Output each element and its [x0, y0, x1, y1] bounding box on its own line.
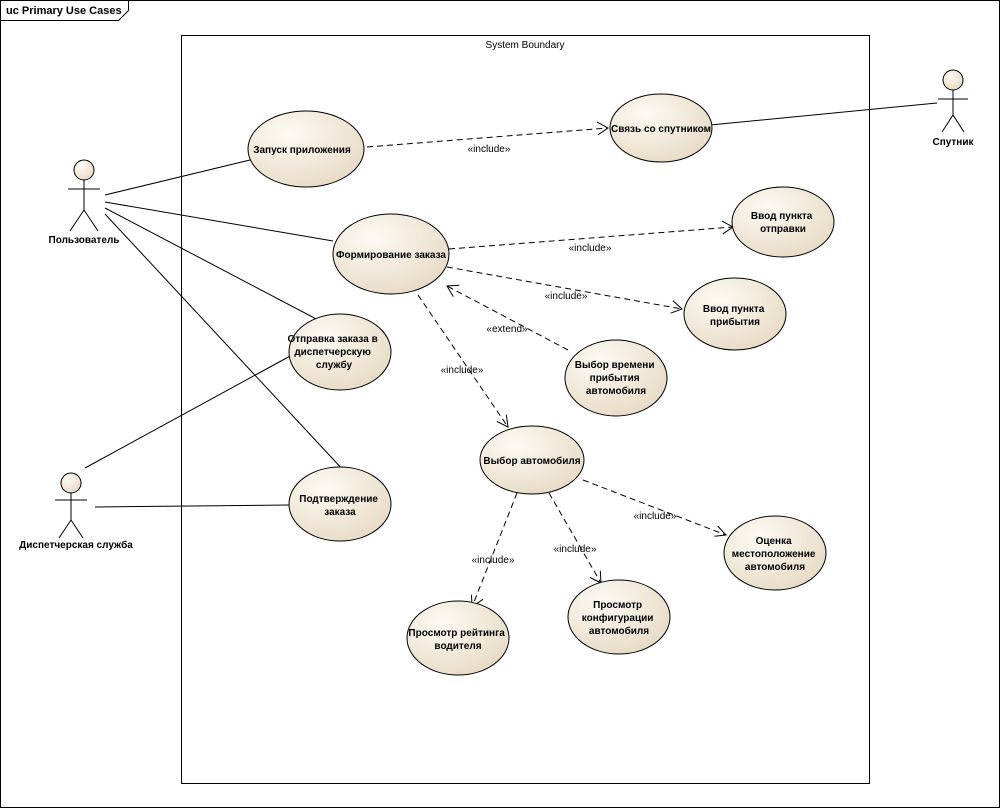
use-case-label: конфигурации — [582, 612, 654, 624]
include-label-arrival: «include» — [545, 291, 588, 302]
use-case-label: Оценка — [756, 536, 793, 547]
arrowhead-arrival — [670, 300, 683, 314]
arrowhead-satellite-link — [596, 121, 609, 136]
assoc-dispatcher-send-dispatch — [84, 354, 293, 469]
extend-arrival-time-form — [446, 285, 569, 351]
actor-label-dispatcher: Диспетчерская служба — [19, 539, 133, 551]
svg-text:Выбор времени прибытия: Выбор времени прибытия автомобиля — [575, 359, 658, 397]
actor-satellite[interactable]: Спутник — [932, 69, 975, 148]
use-case-departure[interactable]: Ввод пункта отправки — [731, 186, 835, 258]
actor-label-satellite: Спутник — [932, 137, 974, 148]
use-case-label: Связь со спутником — [611, 124, 711, 135]
use-case-label: автомобиля — [745, 561, 805, 573]
extend-label: «extend» — [486, 324, 528, 335]
use-case-label: Ввод пункта — [703, 304, 765, 315]
use-case-label: автомобиля — [586, 385, 646, 397]
include-launch-satellite — [366, 127, 609, 148]
use-case-label: Выбор времени — [575, 359, 655, 371]
actor-head-icon — [942, 69, 964, 91]
stereotype-labels: «include» «include» «include» «extend» «… — [441, 144, 677, 566]
arrowhead-car-location — [714, 525, 728, 537]
use-case-label: автомобиля — [589, 625, 649, 637]
use-case-arrival[interactable]: Ввод пункта прибытия — [683, 277, 787, 351]
assoc-satellite-link — [709, 102, 938, 126]
arrowhead-extend — [446, 284, 460, 297]
actor-head-icon — [60, 472, 82, 494]
system-boundary-label: System Boundary — [486, 40, 565, 51]
use-case-label: местоположение — [732, 549, 816, 560]
use-case-form-order[interactable]: Формирование заказа — [332, 213, 450, 295]
include-label-car-config: «include» — [554, 544, 597, 555]
svg-text:Выбор автомобиля: Выбор автомобиля — [483, 455, 580, 467]
svg-text:Формирование заказа: Формирование заказа — [336, 250, 446, 261]
use-case-label: отправки — [760, 224, 806, 235]
svg-text:Подтверждение заказа: Подтверждение заказа — [299, 494, 381, 518]
include-car-config — [548, 492, 602, 584]
use-case-satellite-link[interactable]: Связь со спутником — [609, 93, 713, 163]
frame-title-tab — [0, 0, 129, 21]
include-label-car-location: «include» — [634, 511, 677, 522]
use-case-label: Просмотр — [593, 600, 642, 611]
use-case-label: Ввод пункта — [751, 211, 813, 222]
use-case-label: Запуск приложения — [253, 145, 351, 156]
use-case-label: Выбор автомобиля — [483, 455, 580, 467]
use-case-arrival-time[interactable]: Выбор времени прибытия автомобиля — [564, 339, 668, 417]
use-case-choose-car[interactable]: Выбор автомобиля — [479, 425, 585, 495]
associations — [84, 102, 938, 508]
use-case-label: прибытия — [590, 372, 640, 384]
assoc-user-form-order — [104, 201, 334, 242]
assoc-dispatcher-confirm — [94, 504, 291, 508]
include-form-departure — [448, 226, 734, 250]
include-driver-rating — [471, 492, 518, 608]
use-case-label: Подтверждение — [299, 494, 378, 505]
use-case-confirm-order[interactable]: Подтверждение заказа — [288, 466, 392, 542]
include-label-driver-rating: «include» — [472, 555, 515, 566]
actor-user[interactable]: Пользователь — [49, 159, 120, 246]
actor-dispatcher[interactable]: Диспетчерская служба — [19, 472, 133, 551]
svg-text:Просмотр рейтинга водите: Просмотр рейтинга водителя — [408, 628, 507, 652]
include-form-choose-car — [417, 294, 509, 428]
use-case-label: заказа — [324, 507, 356, 518]
svg-text:Запуск приложения: Запуск приложения — [253, 145, 351, 156]
svg-text:Ввод пункта отправки: Ввод пункта отправки — [751, 211, 815, 235]
use-case-label: диспетчерскую — [294, 347, 371, 358]
assoc-user-confirm — [104, 213, 346, 473]
include-label-satellite: «include» — [468, 144, 511, 155]
use-case-driver-rating[interactable]: Просмотр рейтинга водителя — [406, 600, 510, 676]
use-case-label: прибытия — [710, 316, 760, 328]
use-case-label: Отправка заказа в — [287, 334, 377, 345]
arrowhead-choose-car — [496, 414, 509, 428]
use-case-label: Формирование заказа — [336, 250, 446, 261]
svg-text:Оценка местоположение: Оценка местоположение автомобиля — [732, 536, 818, 573]
use-case-label: водителя — [434, 641, 481, 652]
use-case-label: Просмотр рейтинга — [408, 628, 505, 639]
svg-text:Связь со спутником: Связь со спутником — [611, 124, 711, 135]
use-case-car-config[interactable]: Просмотр конфигурации автомобиля — [567, 579, 671, 655]
use-case-launch[interactable]: Запуск приложения — [247, 110, 365, 188]
assoc-user-send-dispatch — [104, 207, 323, 323]
include-car-location — [582, 479, 727, 536]
assoc-user-launch — [104, 159, 251, 196]
svg-text:Ввод пункта прибытия: Ввод пункта прибытия — [703, 304, 767, 328]
use-case-send-to-dispatch[interactable]: Отправка заказа в диспетчерскую службу — [287, 313, 392, 391]
include-label-choose-car: «include» — [441, 365, 484, 376]
actor-head-icon — [73, 159, 95, 181]
use-case-label: службу — [316, 359, 353, 371]
include-label-departure: «include» — [569, 243, 612, 254]
actor-label-user: Пользователь — [49, 235, 120, 246]
svg-text:Просмотр конфигурации: Просмотр конфигурации автомобиля — [582, 600, 656, 637]
system-boundary — [181, 35, 870, 784]
dependencies — [366, 121, 734, 608]
frame-title: uc Primary Use Cases — [6, 5, 122, 17]
use-case-car-location[interactable]: Оценка местоположение автомобиля — [723, 515, 827, 591]
svg-text:Отправка заказа в диспет: Отправка заказа в диспетчерскую службу — [287, 334, 380, 371]
